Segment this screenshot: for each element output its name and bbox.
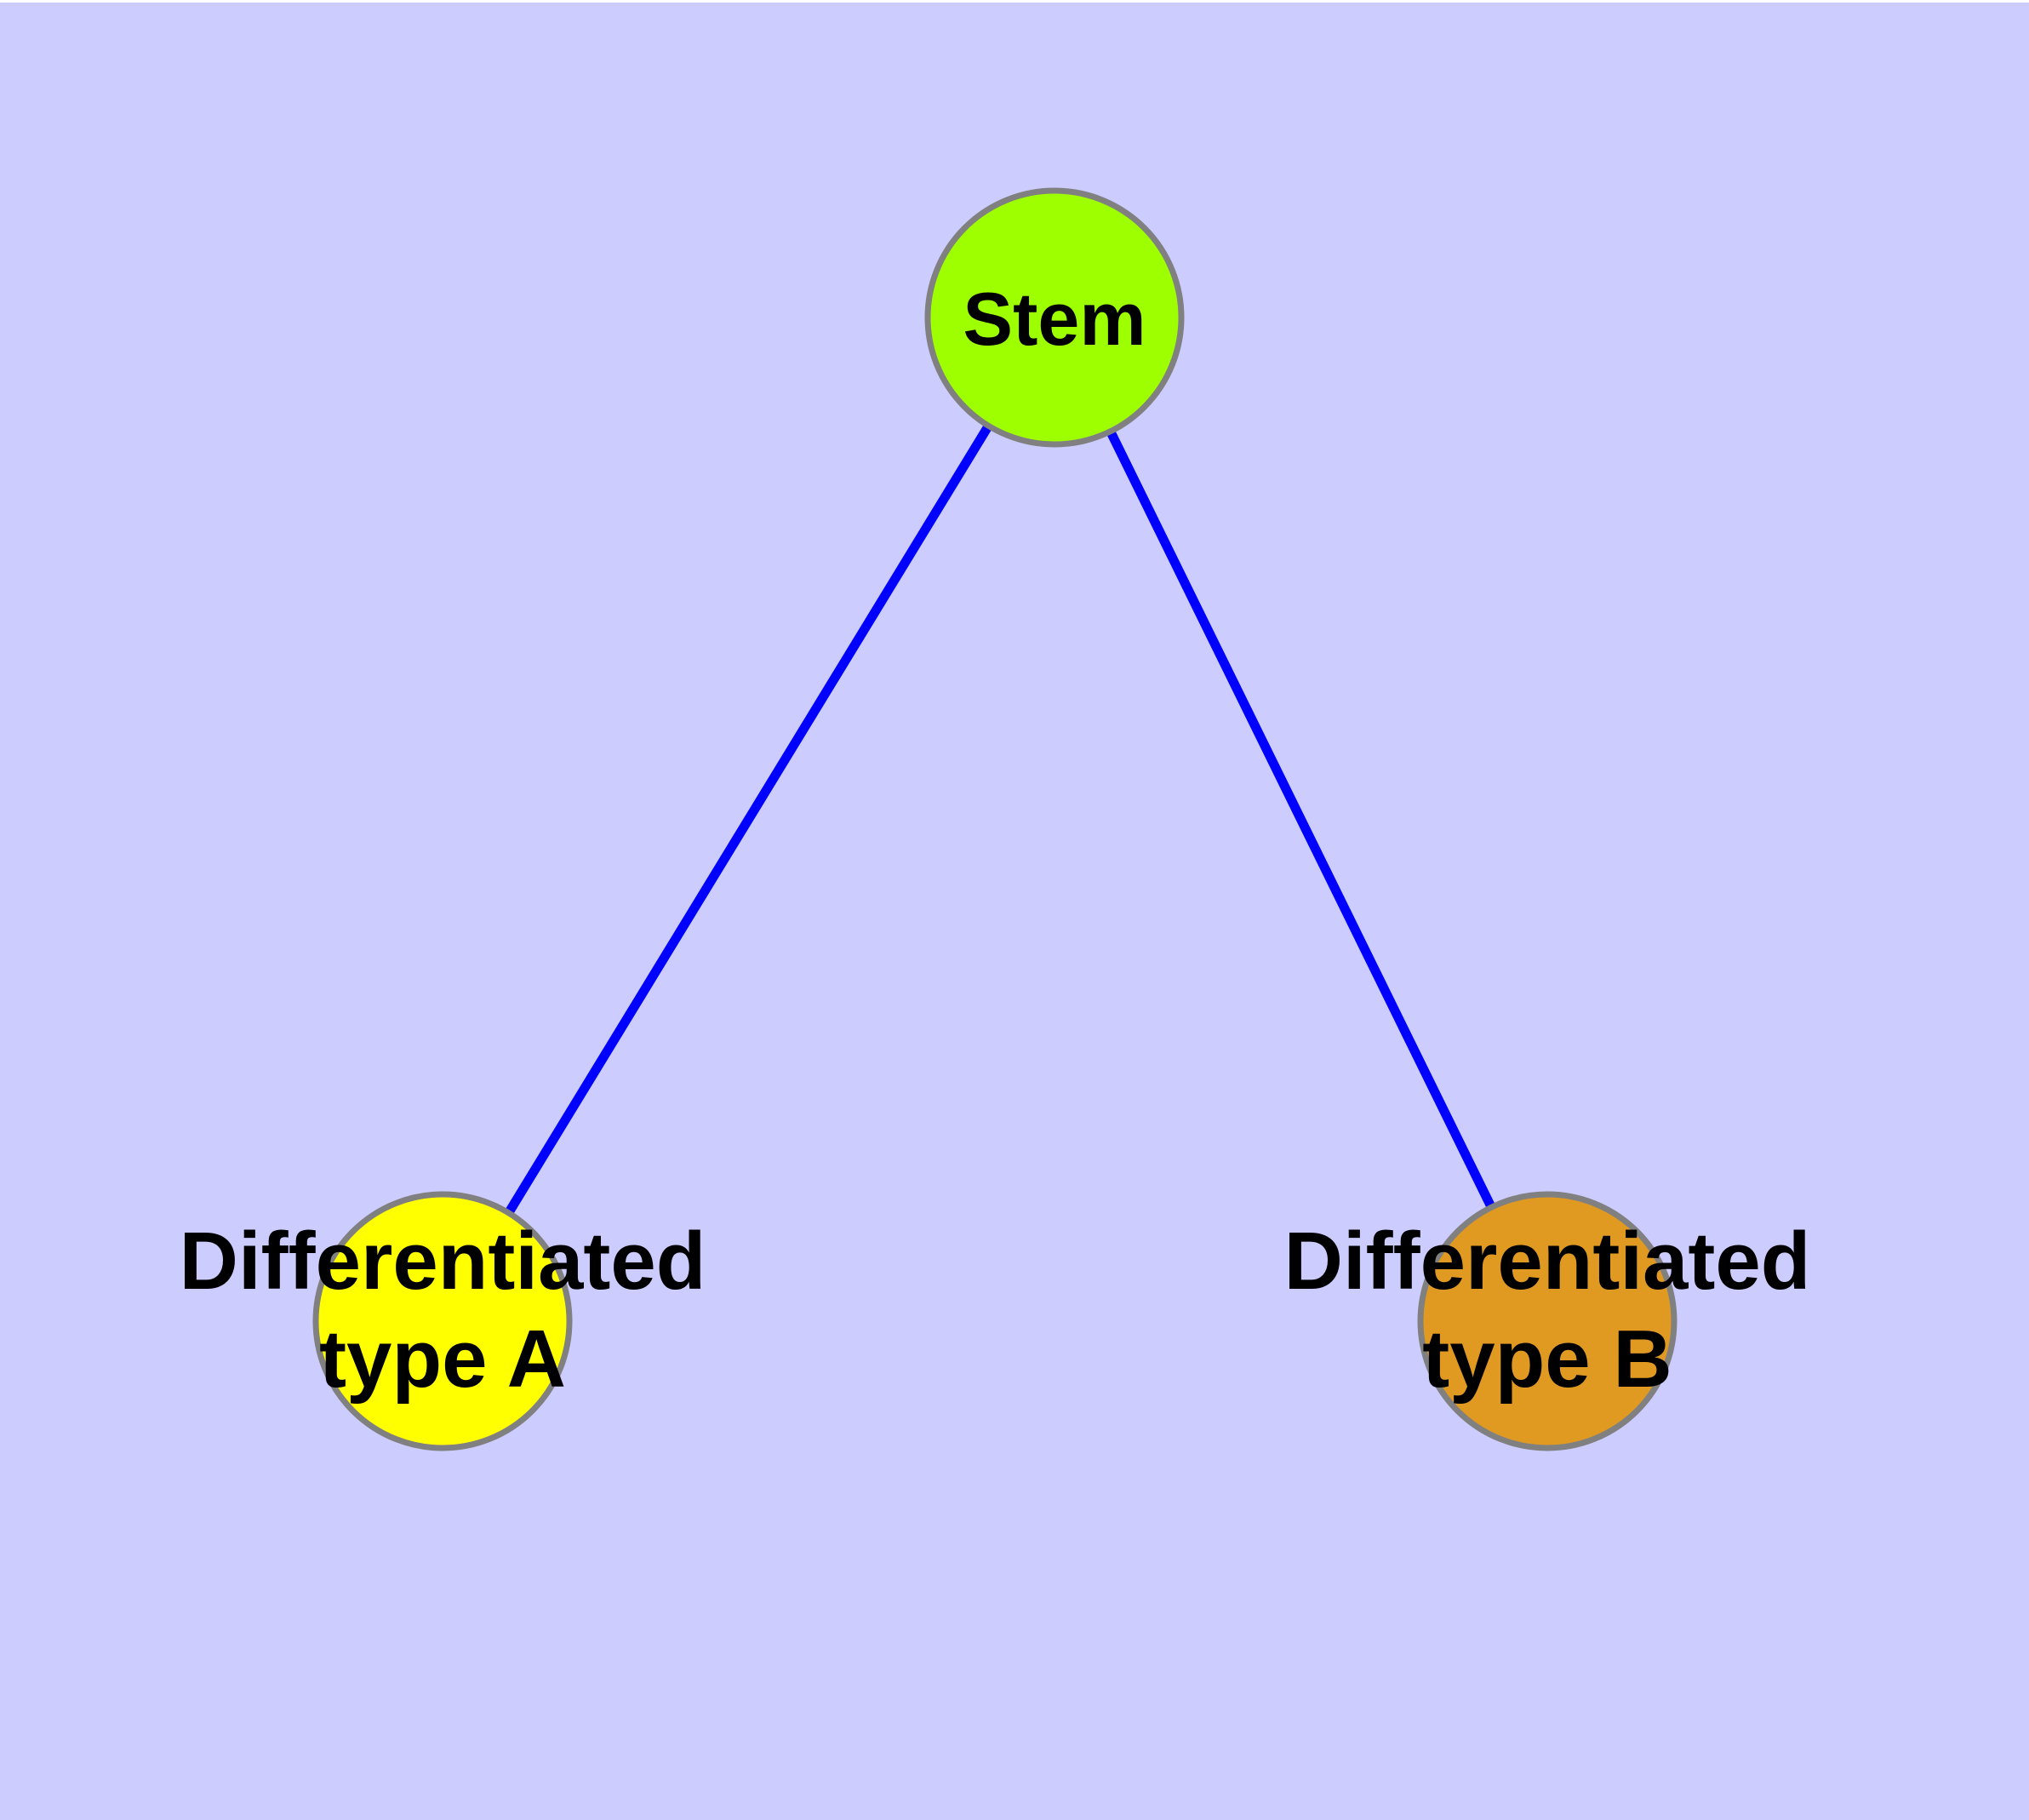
node-differentiated-type-b-label-line2: type B xyxy=(1422,1313,1672,1405)
label-layer: Stem Differentiated type A Differentiate… xyxy=(180,277,1811,1405)
node-stem-circle[interactable] xyxy=(924,187,1185,448)
node-differentiated-type-b-label-line1: Differentiated xyxy=(1284,1216,1811,1307)
node-differentiated-type-a-circle[interactable] xyxy=(312,1191,573,1451)
edge-stem-to-differentiated-type-b[interactable] xyxy=(1050,315,1552,1324)
node-layer xyxy=(312,187,1677,1451)
edge-layer xyxy=(438,315,1552,1324)
node-differentiated-type-b-circle[interactable] xyxy=(1417,1191,1677,1451)
node-stem-label: Stem xyxy=(963,277,1146,361)
node-differentiated-type-a-label-line1: Differentiated xyxy=(180,1216,706,1307)
edge-stem-to-differentiated-type-a[interactable] xyxy=(438,315,1059,1324)
node-differentiated-type-a-label-line2: type A xyxy=(319,1313,566,1405)
